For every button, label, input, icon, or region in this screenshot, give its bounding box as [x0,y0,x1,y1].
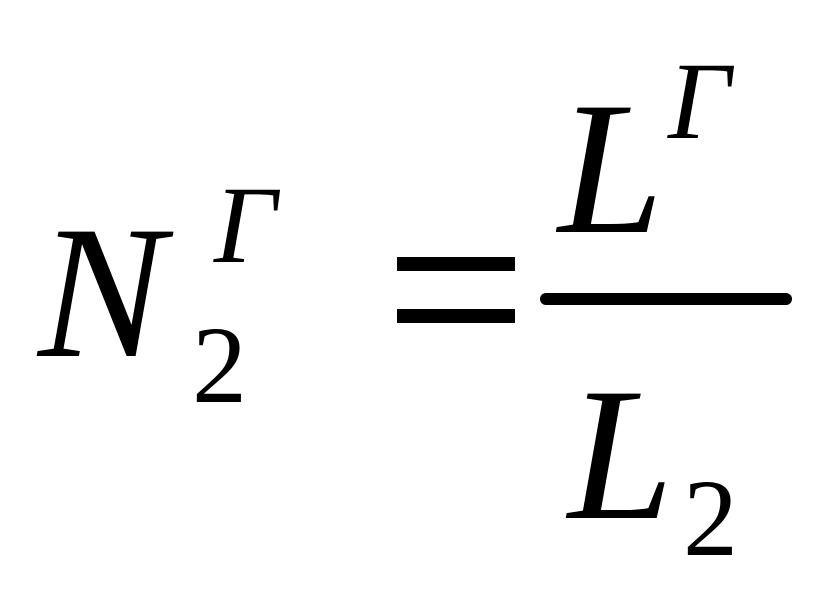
fraction-bar [540,293,792,305]
equals-top-bar [397,257,515,271]
denominator-subscript: 2 [683,457,738,579]
equals-bottom-bar [397,309,515,323]
denominator-base-symbol: L [568,350,674,560]
lhs-base-symbol: N [38,188,165,398]
numerator-base-symbol: L [558,64,664,274]
lhs-superscript: Γ [214,164,277,286]
numerator-superscript: Γ [668,40,731,162]
lhs-subscript: 2 [192,304,247,426]
